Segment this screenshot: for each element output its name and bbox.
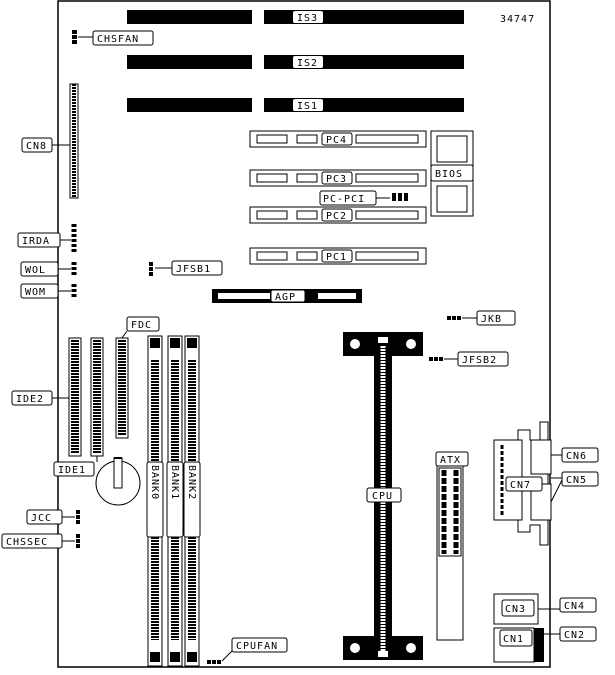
irda-header: IRDA — [17, 224, 77, 254]
pci-slot-2: PC2 — [249, 206, 427, 224]
chsfan-label: CHSFAN — [97, 34, 139, 45]
cn4-label: CN4 — [564, 601, 585, 612]
jcc-label: JCC — [31, 513, 52, 524]
chssec-label: CHSSEC — [6, 537, 48, 548]
isa-slot-2-label: IS2 — [297, 58, 318, 69]
ide2-connector: IDE2 — [11, 337, 82, 457]
wol-header: WOL — [20, 261, 77, 277]
wom-header: WOM — [20, 283, 77, 299]
pci-slot-3: PC3 — [249, 169, 427, 187]
battery — [95, 457, 141, 506]
cn6-label: CN6 — [566, 451, 587, 462]
cn1-cn2-ports: CN1 CN2 — [493, 626, 597, 663]
cn1-label: CN1 — [503, 634, 524, 645]
atx-power-connector: ATX — [435, 451, 469, 641]
pci-slot-1: PC1 — [249, 247, 427, 265]
isa-slot-1-label: IS1 — [297, 101, 318, 112]
jkb-label: JKB — [481, 314, 502, 325]
bank-0-label: BANK0 — [149, 465, 160, 500]
cn3-label: CN3 — [505, 604, 526, 615]
bios-label: BIOS — [435, 169, 463, 180]
isa-slot-1: IS1 — [127, 98, 464, 112]
jfsb2-jumper: JFSB2 — [429, 351, 509, 367]
fdc-label: FDC — [131, 320, 152, 331]
jcc-jumper: JCC — [26, 509, 80, 525]
isa-slot-2: IS2 — [127, 55, 464, 69]
irda-label: IRDA — [22, 236, 50, 247]
chssec-header: CHSSEC — [1, 533, 80, 549]
fdc-connector: FDC — [115, 316, 160, 439]
cn2-label: CN2 — [564, 630, 585, 641]
cpufan-label: CPUFAN — [236, 641, 278, 652]
ide1-label: IDE1 — [58, 465, 86, 476]
cpu-slot: CPU — [343, 332, 423, 660]
jfsb1-label: JFSB1 — [176, 264, 211, 275]
chsfan-header: CHSFAN — [72, 30, 154, 46]
cpu-label: CPU — [372, 491, 393, 502]
bios-chip: BIOS — [430, 130, 474, 217]
bank-2-label: BANK2 — [186, 465, 197, 500]
pci-slot-4: PC4 — [249, 130, 427, 148]
board-outline — [57, 0, 551, 668]
agp-label: AGP — [275, 292, 296, 303]
pci-slot-1-label: PC1 — [326, 252, 347, 263]
cn5-label: CN5 — [566, 475, 587, 486]
jfsb2-label: JFSB2 — [462, 355, 497, 366]
memory-bank-1: BANK1 — [166, 335, 184, 667]
ide1-connector: IDE1 — [53, 337, 104, 477]
board-id: 34747 — [500, 14, 535, 25]
cpufan-header: CPUFAN — [207, 637, 288, 664]
memory-bank-0: BANK0 — [146, 335, 164, 667]
atx-label: ATX — [440, 455, 461, 466]
memory-bank-2: BANK2 — [183, 335, 201, 667]
pci-slot-3-label: PC3 — [326, 174, 347, 185]
isa-slot-3-label: IS3 — [297, 13, 318, 24]
cn6-cn7-cn5-ports: CN6 CN7 CN5 — [493, 421, 599, 546]
pc-pci-label: PC-PCI — [323, 194, 365, 205]
ide2-label: IDE2 — [16, 394, 44, 405]
wol-label: WOL — [25, 265, 46, 276]
cn8-label: CN8 — [26, 141, 47, 152]
wom-label: WOM — [25, 287, 46, 298]
jfsb1-jumper: JFSB1 — [149, 260, 223, 276]
jkb-jumper: JKB — [447, 310, 516, 326]
pci-slot-2-label: PC2 — [326, 211, 347, 222]
cn7-label: CN7 — [510, 480, 531, 491]
bank-1-label: BANK1 — [169, 465, 180, 500]
agp-slot: AGP — [212, 289, 362, 303]
pc-pci-jumper: PC-PCI — [319, 190, 408, 206]
isa-slot-3: IS3 — [127, 10, 464, 24]
pci-slot-4-label: PC4 — [326, 135, 347, 146]
cn3-cn4-ports: CN3 CN4 — [493, 593, 597, 625]
cn8-connector: CN8 — [21, 83, 79, 199]
